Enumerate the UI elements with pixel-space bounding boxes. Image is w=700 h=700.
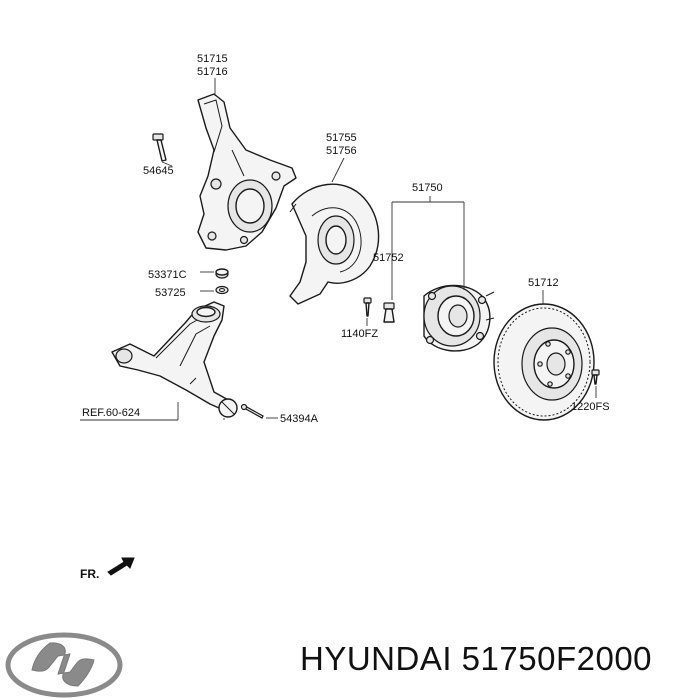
label-knuckle-a: 51715 <box>197 53 228 65</box>
hub-bolt[interactable] <box>383 302 395 323</box>
cotter-pin[interactable] <box>240 403 264 419</box>
knuckle-bolt[interactable] <box>152 133 167 162</box>
nut[interactable] <box>215 268 229 279</box>
label-washer: 53725 <box>155 287 186 299</box>
shield-screw[interactable] <box>363 297 372 317</box>
label-disc-screw: 1220FS <box>571 401 610 413</box>
label-dust-cover-a: 51755 <box>326 132 357 144</box>
label-hub-assembly: 51750 <box>412 182 443 194</box>
label-shield-screw: 1140FZ <box>341 328 378 340</box>
washer[interactable] <box>215 285 229 295</box>
label-ref: REF.60-624 <box>82 407 140 419</box>
part-caption: HYUNDAI 51750F2000 <box>300 640 653 677</box>
label-cotter-pin: 54394A <box>280 413 319 425</box>
fr-label: FR. <box>80 567 99 581</box>
hub-bearing-assembly[interactable] <box>423 284 495 352</box>
ball-joint[interactable] <box>218 398 238 418</box>
label-nut: 53371C <box>148 269 187 281</box>
brake-disc[interactable] <box>493 303 595 421</box>
dust-cover[interactable] <box>289 183 380 305</box>
label-knuckle-b: 51716 <box>197 66 228 78</box>
steering-knuckle[interactable] <box>197 93 297 251</box>
hyundai-logo-icon <box>5 632 123 698</box>
label-knuckle-bolt: 54645 <box>143 165 174 177</box>
front-direction-indicator: FR. <box>80 557 135 581</box>
label-disc: 51712 <box>528 277 559 289</box>
disc-screw[interactable] <box>591 369 600 385</box>
lower-control-arm[interactable] <box>111 301 233 413</box>
leader-lines <box>80 78 597 421</box>
label-hub-bolt: 51752 <box>373 252 404 264</box>
label-dust-cover-b: 51756 <box>326 145 357 157</box>
front-arrow-icon <box>107 557 135 576</box>
